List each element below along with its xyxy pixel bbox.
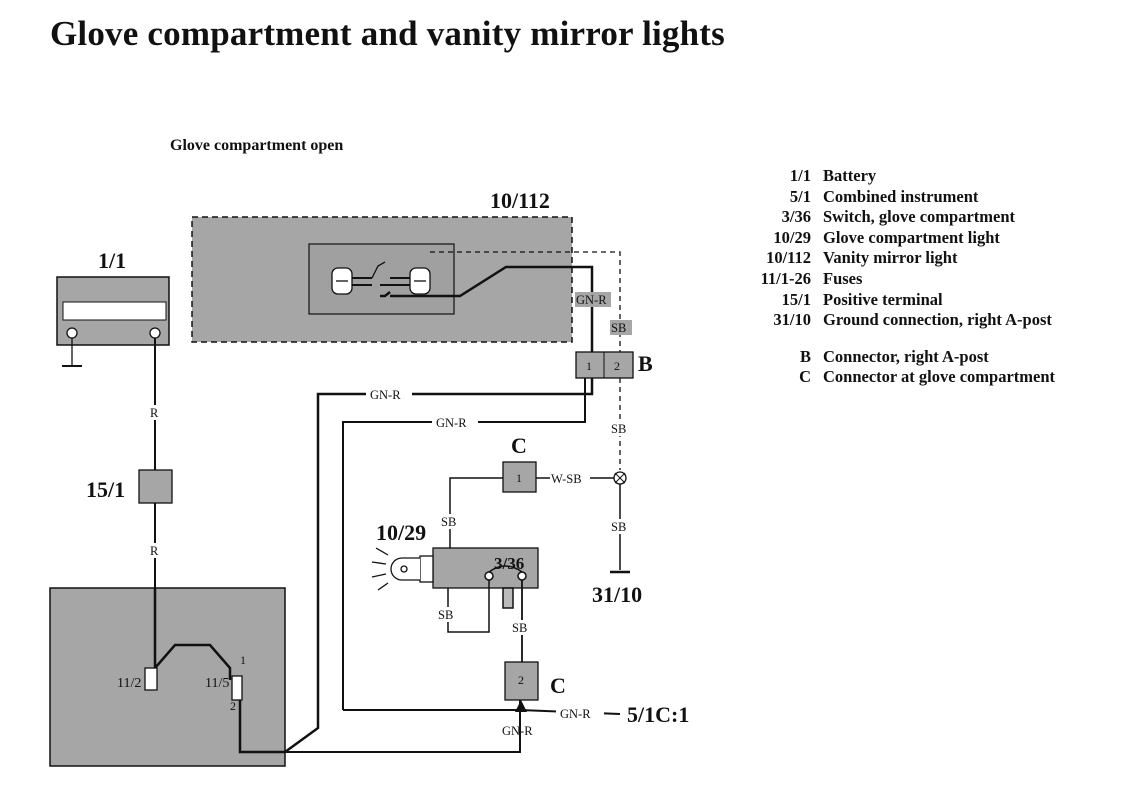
switch-icon — [484, 565, 527, 609]
label-fuse-b: 11/5 — [205, 676, 229, 691]
legend-code: 3/36 — [781, 207, 811, 227]
wire-label: GN-R — [576, 293, 607, 307]
label-glove-light: 10/29 — [376, 520, 426, 545]
wire-label: SB — [512, 621, 527, 635]
wire-label: GN-R — [502, 724, 533, 738]
legend-label: Ground connection, right A-post — [823, 310, 1052, 330]
legend-code: 1/1 — [789, 166, 811, 185]
legend-label: Vanity mirror light — [823, 248, 958, 268]
wire-label: W-SB — [551, 472, 582, 486]
fuse-11-5-icon — [231, 675, 243, 701]
connector-c-top — [502, 461, 537, 493]
wire-label: SB — [611, 520, 626, 534]
label-battery: 1/1 — [98, 248, 126, 273]
label-vanity-mirror: 10/112 — [490, 188, 550, 213]
wire-gn-r-bottom — [285, 700, 521, 753]
positive-terminal-box — [138, 469, 173, 504]
wire-label: R — [150, 406, 159, 420]
legend-row: 1/1 Battery — [725, 166, 1055, 187]
legend-row: B Connector, right A-post — [725, 347, 1055, 368]
legend-label: Positive terminal — [823, 289, 943, 309]
label-connector-c-top: C — [511, 433, 527, 458]
junction-arrow-icon — [515, 700, 527, 712]
page-title: Glove compartment and vanity mirror ligh… — [50, 14, 725, 53]
fuse-11-2-icon — [144, 667, 158, 691]
glove-light-switch-box — [432, 547, 539, 589]
label-positive-terminal: 15/1 — [86, 477, 125, 502]
legend-code: 15/1 — [781, 289, 811, 309]
legend-row: 5/1 Combined instrument — [725, 187, 1055, 208]
legend-code: 11/1-26 — [760, 268, 811, 288]
label-connector-b: B — [638, 351, 653, 376]
legend-row: 3/36 Switch, glove compartment — [725, 207, 1055, 228]
wire-label: GN-R — [560, 707, 591, 721]
wire-label: SB — [438, 608, 453, 622]
connector-c-bottom — [504, 661, 539, 701]
legend-label: Connector, right A-post — [823, 346, 989, 366]
wire-gn-r-main — [238, 378, 594, 754]
wire-label: GN-R — [370, 388, 401, 402]
label-ground: 31/10 — [592, 582, 642, 607]
mirror-lamp-icon — [331, 261, 431, 298]
legend-label: Glove compartment light — [823, 227, 1000, 247]
legend-code: 10/29 — [773, 227, 811, 247]
label-connector-c-bottom: C — [550, 673, 566, 698]
label-switch: 3/36 — [494, 554, 524, 573]
fuse-internal-wire — [153, 588, 232, 680]
pin-c-top: 1 — [516, 471, 522, 485]
wire-label: SB — [611, 321, 626, 335]
legend-row: C Connector at glove compartment — [725, 367, 1055, 388]
wire-label: SB — [611, 422, 626, 436]
legend-code: B — [799, 346, 811, 366]
legend-label: Combined instrument — [823, 186, 979, 206]
vanity-dashed-ground — [430, 251, 621, 352]
pin-fuse-1: 1 — [240, 653, 246, 667]
pin-b2: 2 — [614, 359, 620, 373]
label-instrument-ref: 5/1C:1 — [627, 702, 689, 727]
legend-label: Switch, glove compartment — [823, 207, 1016, 227]
glove-light-icon — [371, 547, 420, 591]
legend-code: C — [799, 367, 811, 387]
wire-label: SB — [441, 515, 456, 529]
diagram-subtitle: Glove compartment open — [170, 137, 344, 154]
pin-c-bottom: 2 — [518, 673, 524, 687]
battery-label-strip — [62, 301, 167, 321]
legend-row: 10/29 Glove compartment light — [725, 228, 1055, 249]
legend-code: 10/112 — [766, 248, 811, 268]
legend-label: Battery — [823, 166, 877, 185]
wire-label: R — [150, 544, 159, 558]
legend-row: 15/1 Positive terminal — [725, 290, 1055, 311]
fuse-box — [49, 587, 286, 767]
legend: 1/1 Battery 5/1 Combined instrument 3/36 Sw… — [725, 166, 1055, 388]
legend-label: Connector at glove compartment — [823, 367, 1056, 387]
legend-row: 11/1-26 Fuses — [725, 269, 1055, 290]
legend-row: 31/10 Ground connection, right A-post — [725, 310, 1055, 331]
legend-code: 31/10 — [773, 310, 811, 330]
vanity-mirror-inner-panel — [308, 243, 455, 315]
legend-row: 10/112 Vanity mirror light — [725, 248, 1055, 269]
label-fuse-a: 11/2 — [117, 676, 141, 691]
pin-b1: 1 — [586, 359, 592, 373]
wire-label: GN-R — [436, 416, 467, 430]
legend-label: Fuses — [823, 268, 863, 288]
glove-light-socket — [419, 555, 434, 583]
legend-code: 5/1 — [789, 186, 811, 206]
battery-terminal-icon — [62, 327, 161, 367]
pin-fuse-2: 2 — [230, 699, 236, 713]
